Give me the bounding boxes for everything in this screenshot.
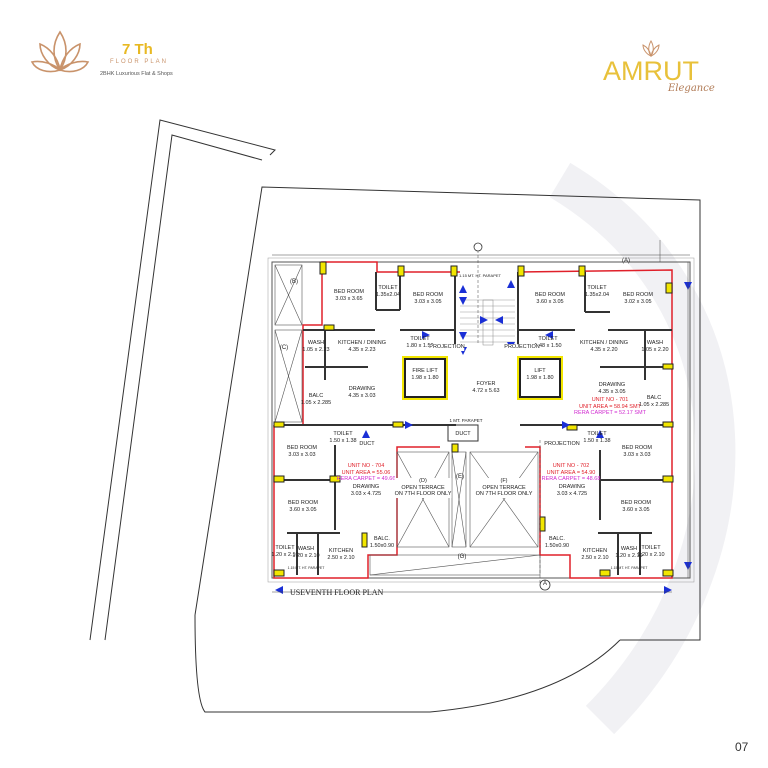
- grid-bubble-a: [539, 579, 551, 591]
- ht-parapet-label: 1.15 MT. HT. PARAPET: [287, 566, 325, 570]
- brand-name: AMRUT: [603, 56, 699, 86]
- building-outline: [271, 261, 691, 579]
- ht-parapet-label: 1.15 MT. HT. PARAPET: [459, 273, 501, 278]
- site-boundary: [89, 119, 701, 713]
- grid-mark-g: (G): [457, 554, 467, 560]
- brand-script: Elegance: [668, 83, 715, 94]
- projection-label: PROJECTION: [504, 344, 540, 351]
- unit-info-702: UNIT NO - 702 UNIT AREA = 54.90 RERA CAR…: [541, 463, 601, 482]
- header-logo-lotus-icon: [30, 30, 90, 82]
- grid-bubble-top: [473, 242, 483, 252]
- duct-label: DUCT: [359, 441, 375, 447]
- parapet-label: 1 MT. PARAPET: [449, 418, 483, 423]
- duct-label: DUCT: [455, 431, 471, 437]
- columns: [273, 261, 674, 577]
- staircase: [460, 299, 515, 346]
- grid-mark-c: (C): [279, 345, 289, 351]
- page-number: 07: [735, 740, 749, 754]
- dimension-lines: [272, 240, 690, 593]
- duct-box: [447, 424, 479, 442]
- unit-info-704: UNIT NO - 704 UNIT AREA = 55.06 RERA CAR…: [336, 463, 396, 482]
- grid-mark-a-top: (A): [622, 258, 630, 264]
- projection-label: PROJECTION: [544, 441, 580, 448]
- ht-parapet-label: 1.15 MT. HT. PARAPET: [610, 566, 648, 570]
- unit-info-701: UNIT NO - 701 UNIT AREA = 58.94 SMT RERA…: [574, 397, 646, 416]
- open-voids: [274, 264, 541, 576]
- background-swoosh: [549, 162, 736, 735]
- grid-mark-b: (B): [290, 279, 298, 285]
- grid-mark-a-bottom: A: [542, 581, 548, 587]
- room-label: BALC.1.50x0.90: [369, 536, 395, 549]
- brand-lotus-icon: [640, 40, 662, 58]
- projection-label: PROJECTION: [429, 344, 465, 351]
- tagline: 2BHK Luxurious Flat & Shops: [100, 71, 173, 77]
- plan-title: USEVENTH FLOOR PLAN: [290, 588, 384, 597]
- walls: [274, 272, 672, 575]
- floor-plan-label: FLOOR PLAN: [110, 59, 169, 65]
- floor-number: 7 Th: [122, 41, 153, 58]
- room-label: BALC.1.50x0.90: [544, 536, 570, 549]
- grid-mark-e: (E): [456, 474, 464, 480]
